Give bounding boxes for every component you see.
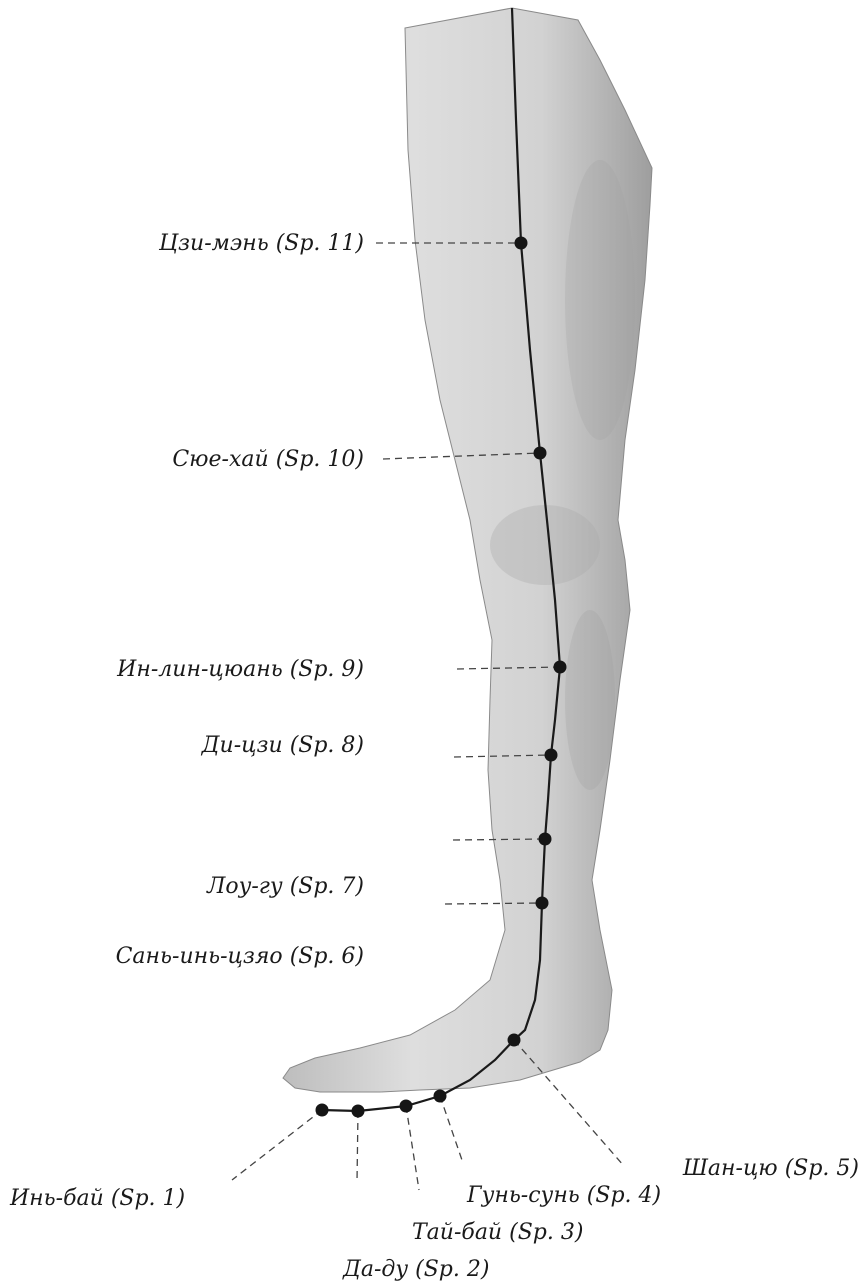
point-name: Да-ду <box>343 1257 408 1282</box>
acupoint-sp10 <box>534 447 547 460</box>
point-name: Сюе-хай <box>172 447 268 472</box>
acupoint-sp11 <box>515 237 528 250</box>
leader-line <box>357 1111 358 1182</box>
acupoint-sp5 <box>508 1034 521 1047</box>
point-name: Ин-лин-цюань <box>117 657 283 682</box>
label-sp7: Лоу-гу (Sp. 7) <box>207 876 364 898</box>
acupoint-sp1 <box>316 1104 329 1117</box>
point-code: (Sp. 8) <box>290 733 364 758</box>
point-name: Ди-цзи <box>202 733 283 758</box>
acupoint-sp4 <box>434 1090 447 1103</box>
acupoint-sp3 <box>400 1100 413 1113</box>
point-code: (Sp. 6) <box>290 944 364 969</box>
calf-shading <box>565 610 615 790</box>
point-name: Шан-цю <box>683 1156 778 1181</box>
leader-line <box>232 1110 322 1180</box>
label-sp6: Сань-инь-цзяо (Sp. 6) <box>116 946 364 968</box>
acupoint-sp7 <box>539 833 552 846</box>
label-sp11: Цзи-мэнь (Sp. 11) <box>159 233 364 255</box>
point-code: (Sp. 11) <box>276 231 364 256</box>
point-code: (Sp. 4) <box>587 1183 661 1208</box>
label-sp2: Да-ду (Sp. 2) <box>343 1259 489 1281</box>
acupoint-sp6 <box>536 897 549 910</box>
label-sp3: Тай-бай (Sp. 3) <box>412 1222 583 1244</box>
acupoint-sp8 <box>545 749 558 762</box>
point-code: (Sp. 7) <box>290 874 364 899</box>
label-sp9: Ин-лин-цюань (Sp. 9) <box>117 659 364 681</box>
point-code: (Sp. 5) <box>785 1156 859 1181</box>
thigh-shading <box>565 160 635 440</box>
label-sp4: Гунь-сунь (Sp. 4) <box>467 1185 661 1207</box>
label-sp1: Инь-бай (Sp. 1) <box>10 1188 185 1210</box>
point-code: (Sp. 1) <box>111 1186 185 1211</box>
point-name: Тай-бай <box>412 1220 502 1245</box>
acupoint-sp9 <box>554 661 567 674</box>
acupoint-sp2 <box>352 1105 365 1118</box>
leader-line <box>440 1096 463 1163</box>
point-name: Инь-бай <box>10 1186 104 1211</box>
point-name: Сань-инь-цзяо <box>116 944 283 969</box>
label-sp5: Шан-цю (Sp. 5) <box>683 1158 859 1180</box>
point-code: (Sp. 2) <box>415 1257 489 1282</box>
label-sp10: Сюе-хай (Sp. 10) <box>172 449 364 471</box>
point-code: (Sp. 10) <box>276 447 364 472</box>
point-name: Цзи-мэнь <box>159 231 269 256</box>
point-name: Гунь-сунь <box>467 1183 580 1208</box>
label-sp8: Ди-цзи (Sp. 8) <box>202 735 364 757</box>
point-code: (Sp. 3) <box>509 1220 583 1245</box>
knee-shading <box>490 505 600 585</box>
leader-line <box>406 1106 419 1190</box>
point-code: (Sp. 9) <box>290 657 364 682</box>
point-name: Лоу-гу <box>207 874 283 899</box>
